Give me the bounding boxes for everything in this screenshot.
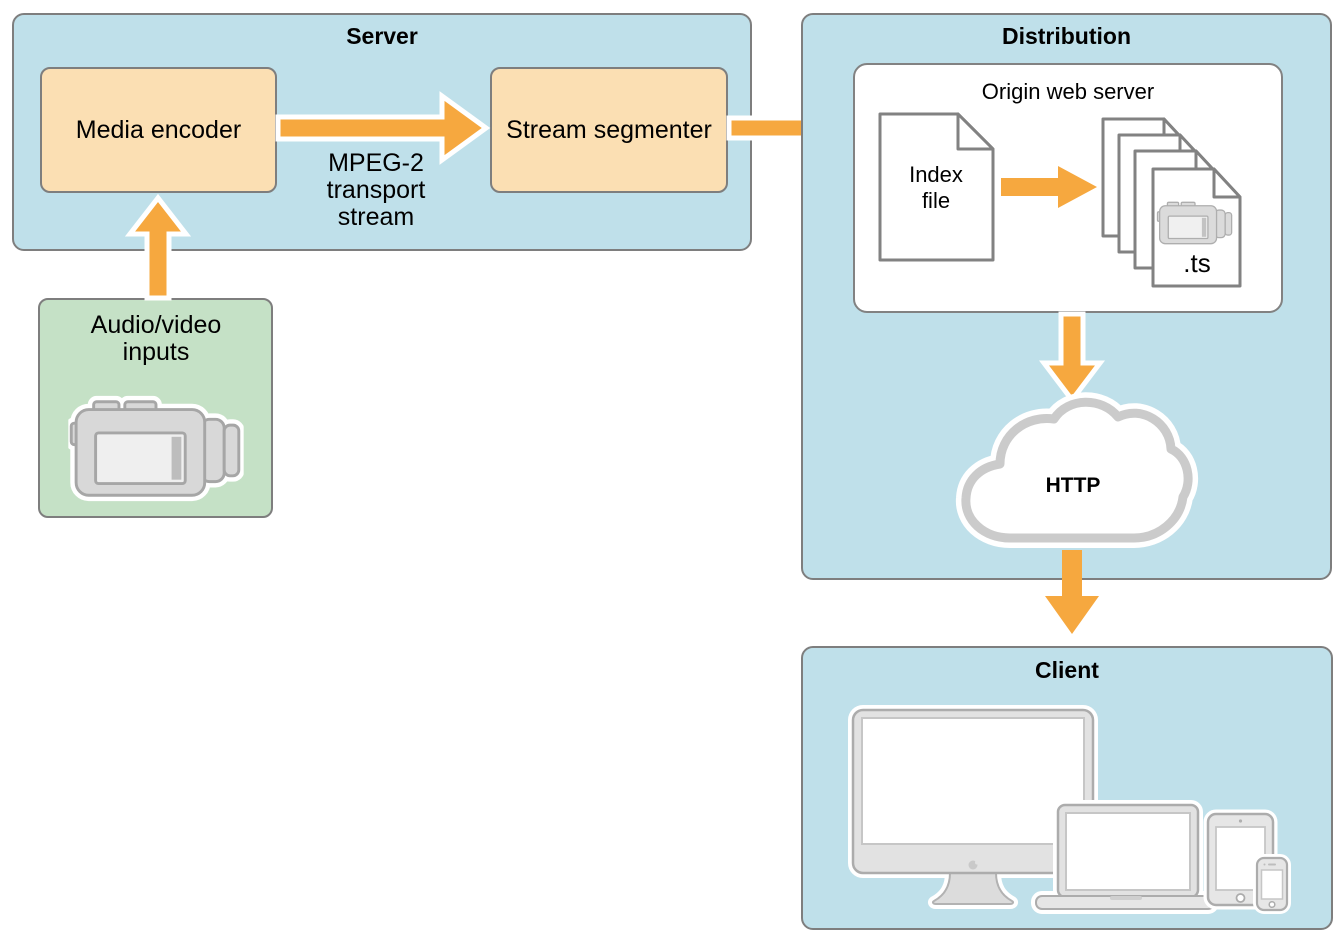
distribution-panel-title: Distribution — [1001, 23, 1132, 49]
arrow-origin-to-cloud-icon — [1038, 311, 1106, 405]
iphone-icon — [1253, 854, 1291, 914]
ts-files-stack-icon — [1101, 117, 1242, 288]
http-cloud-label: HTTP — [1045, 474, 1101, 497]
stream-segmenter-node: Stream segmenter — [490, 67, 728, 193]
arrow-inputs-to-encoder-icon — [124, 193, 192, 301]
media-encoder-label: Media encoder — [75, 115, 242, 144]
server-panel-title: Server — [346, 23, 418, 49]
imac-icon — [848, 705, 1098, 909]
audio-video-inputs-label: Audio/video inputs — [90, 311, 222, 366]
mpeg-transport-stream-label: MPEG-2 transport stream — [326, 149, 426, 231]
client-devices-icon — [848, 705, 1291, 914]
camcorder-icon — [68, 392, 244, 505]
arrow-index-to-segments-icon — [1001, 166, 1097, 208]
ts-camcorder-icon — [1158, 202, 1232, 243]
ts-file-label: .ts — [1183, 248, 1211, 278]
arrow-cloud-to-client-icon — [1045, 550, 1099, 634]
macbook-icon — [1031, 800, 1219, 914]
index-file-label: Index file — [909, 162, 963, 213]
stream-segmenter-label: Stream segmenter — [506, 115, 712, 144]
origin-web-server-label: Origin web server — [981, 79, 1155, 104]
media-encoder-node: Media encoder — [40, 67, 277, 193]
apple-logo-icon — [968, 860, 979, 870]
client-panel-title: Client — [1035, 657, 1099, 683]
arrow-encoder-to-segmenter-icon — [275, 91, 491, 165]
http-cloud-icon — [955, 392, 1199, 548]
index-file-document-icon — [878, 112, 995, 262]
